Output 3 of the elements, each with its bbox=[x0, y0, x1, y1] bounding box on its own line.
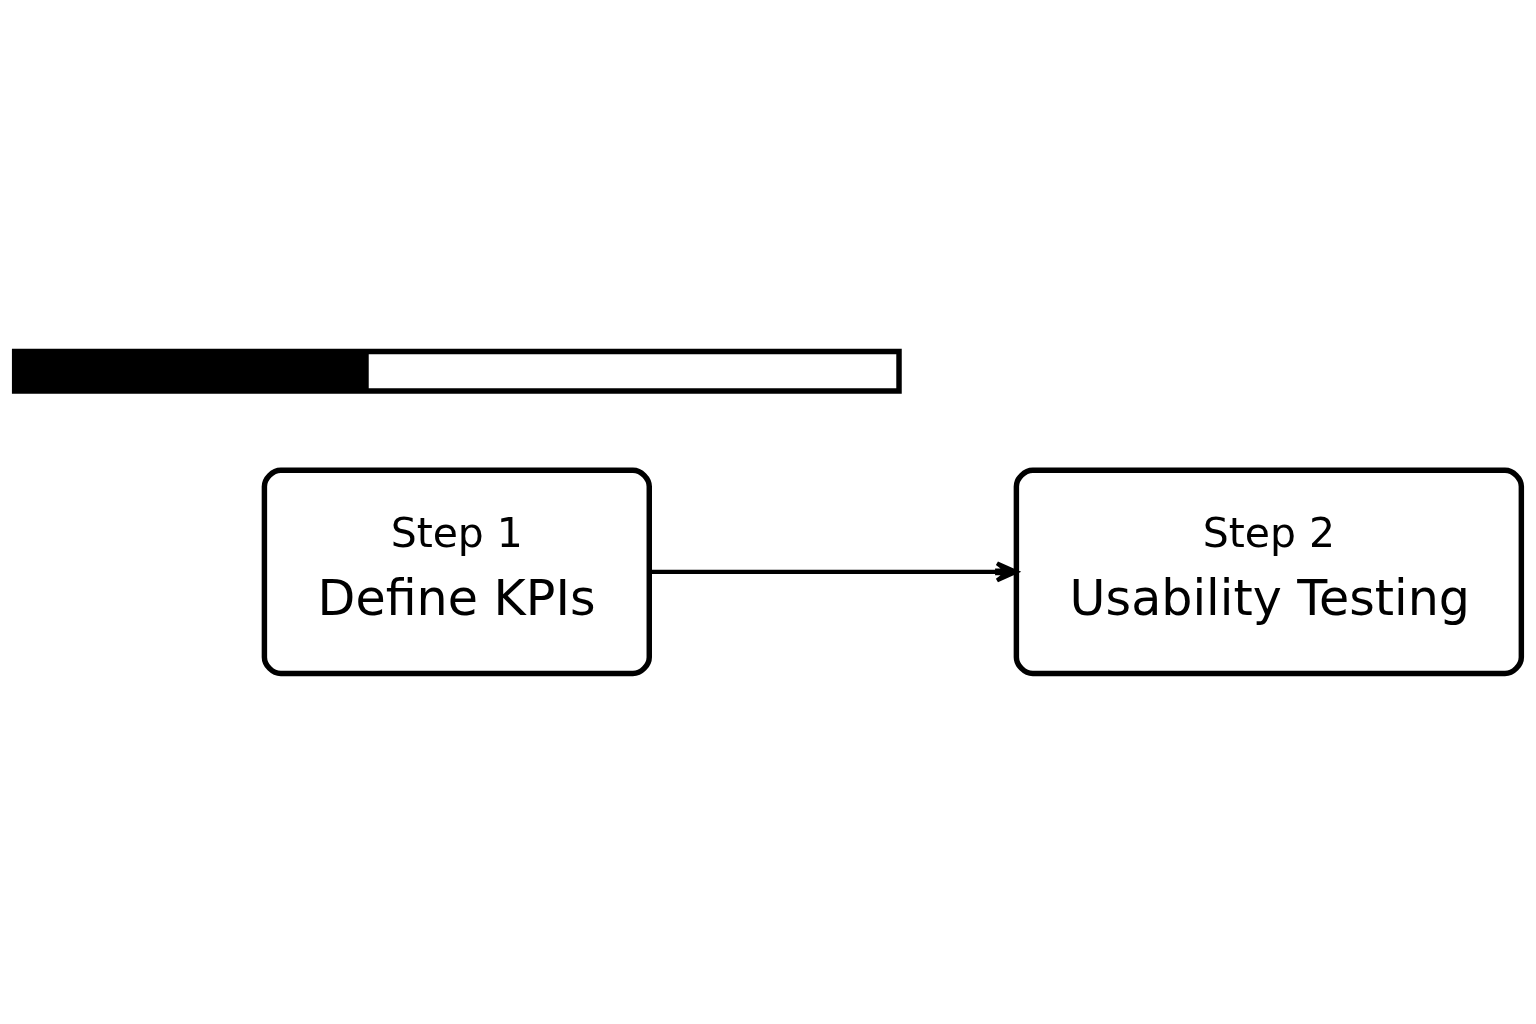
arrow bbox=[649, 560, 1019, 582]
node-box: Step 2 Usability Testing bbox=[1013, 466, 1525, 676]
node-box: Step 1 Define KPIs bbox=[261, 466, 652, 676]
